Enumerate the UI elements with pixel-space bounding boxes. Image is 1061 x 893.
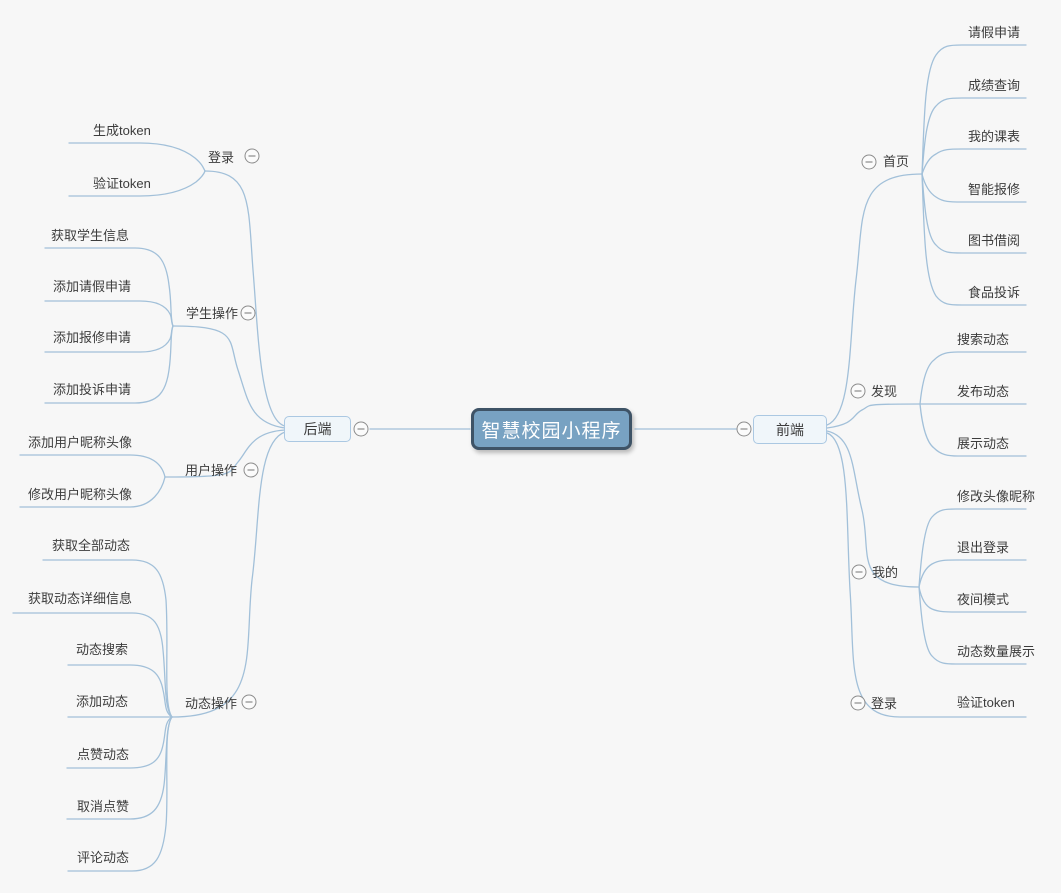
link-user-add-profile — [19, 454, 166, 478]
collapse-minus-icon[interactable] — [353, 421, 369, 437]
leaf-book-borrow[interactable]: 图书借阅 — [968, 233, 1021, 248]
leaf-verify-token-left[interactable]: 验证token — [93, 176, 151, 191]
link-home-library — [921, 173, 1027, 254]
branch-home[interactable]: 首页 — [883, 154, 910, 169]
link-discover-show — [919, 403, 1027, 457]
collapse-minus-icon[interactable] — [244, 148, 260, 164]
branch-mine[interactable]: 我的 — [872, 565, 899, 580]
branch-feed-ops[interactable]: 动态操作 — [185, 696, 238, 711]
link-mine-edit-profile — [918, 508, 1027, 588]
branch-user-ops[interactable]: 用户操作 — [185, 463, 238, 478]
leaf-comment-feed[interactable]: 评论动态 — [77, 850, 130, 865]
leaf-show-feed[interactable]: 展示动态 — [957, 436, 1010, 451]
collapse-minus-icon[interactable] — [850, 695, 866, 711]
link-mine-feed-count — [918, 586, 1027, 665]
leaf-add-complaint-request[interactable]: 添加投诉申请 — [53, 382, 132, 397]
branch-login-left[interactable]: 登录 — [208, 150, 235, 165]
link-feed-get-all — [42, 559, 173, 718]
link-feed-like — [66, 716, 173, 769]
link-home-leave — [921, 44, 1027, 175]
branch-login-right[interactable]: 登录 — [871, 696, 898, 711]
leaf-get-feed-detail[interactable]: 获取动态详细信息 — [28, 591, 133, 606]
leaf-like-feed[interactable]: 点赞动态 — [77, 747, 130, 762]
branch-discover[interactable]: 发现 — [871, 384, 898, 399]
link-user-edit-profile — [19, 476, 166, 508]
leaf-grade-query[interactable]: 成绩查询 — [968, 78, 1021, 93]
leaf-logout[interactable]: 退出登录 — [957, 540, 1010, 555]
leaf-unlike-feed[interactable]: 取消点赞 — [77, 799, 130, 814]
link-backend-student-ops — [172, 325, 286, 429]
root-topic-node[interactable]: 智慧校园小程序 — [471, 408, 632, 450]
leaf-get-all-feeds[interactable]: 获取全部动态 — [52, 538, 131, 553]
leaf-smart-repair[interactable]: 智能报修 — [968, 182, 1021, 197]
leaf-my-timetable[interactable]: 我的课表 — [968, 129, 1021, 144]
leaf-edit-user-profile[interactable]: 修改用户昵称头像 — [28, 487, 133, 502]
leaf-feed-search[interactable]: 动态搜索 — [76, 642, 129, 657]
link-frontend-home — [826, 173, 923, 426]
leaf-add-repair-request[interactable]: 添加报修申请 — [53, 330, 132, 345]
link-frontend-mine — [826, 430, 920, 588]
leaf-generate-token[interactable]: 生成token — [93, 123, 151, 138]
collapse-minus-icon[interactable] — [861, 154, 877, 170]
link-backend-feed-ops — [171, 431, 286, 718]
leaf-publish-feed[interactable]: 发布动态 — [957, 384, 1010, 399]
collapse-minus-icon[interactable] — [240, 305, 256, 321]
link-frontend-login — [826, 432, 1027, 718]
link-home-grades — [921, 97, 1027, 175]
collapse-minus-icon[interactable] — [736, 421, 752, 437]
branch-student-ops[interactable]: 学生操作 — [186, 306, 239, 321]
collapse-minus-icon[interactable] — [850, 383, 866, 399]
leaf-food-complaint[interactable]: 食品投诉 — [968, 285, 1021, 300]
link-feed-search — [67, 664, 173, 718]
leaf-edit-avatar-nickname[interactable]: 修改头像昵称 — [957, 489, 1036, 504]
leaf-add-user-profile[interactable]: 添加用户昵称头像 — [28, 435, 133, 450]
link-home-timetable — [921, 148, 1027, 175]
leaf-add-leave-request[interactable]: 添加请假申请 — [53, 279, 132, 294]
collapse-minus-icon[interactable] — [243, 462, 259, 478]
leaf-add-feed[interactable]: 添加动态 — [76, 694, 129, 709]
link-frontend-discover — [826, 403, 921, 429]
collapse-minus-icon[interactable] — [851, 564, 867, 580]
link-home-food — [921, 173, 1027, 306]
link-discover-search — [919, 351, 1027, 405]
link-feed-comment — [67, 716, 173, 872]
collapse-minus-icon[interactable] — [241, 694, 257, 710]
backend-node[interactable]: 后端 — [284, 416, 351, 442]
link-login-generate-token — [68, 142, 206, 172]
link-backend-user-ops — [164, 429, 286, 478]
leaf-leave-request[interactable]: 请假申请 — [968, 25, 1021, 40]
frontend-node[interactable]: 前端 — [753, 415, 827, 444]
leaf-verify-token-right[interactable]: 验证token — [957, 695, 1015, 710]
link-student-add-complaint — [44, 325, 174, 404]
leaf-feed-count-display[interactable]: 动态数量展示 — [957, 644, 1036, 659]
link-mine-logout — [918, 559, 1027, 588]
link-backend-login — [204, 170, 286, 427]
leaf-night-mode[interactable]: 夜间模式 — [957, 592, 1010, 607]
leaf-get-student-info[interactable]: 获取学生信息 — [51, 228, 130, 243]
link-mine-night-mode — [918, 586, 1027, 613]
link-login-verify-token — [68, 170, 206, 197]
leaf-search-feed[interactable]: 搜索动态 — [957, 332, 1010, 347]
link-feed-get-detail — [12, 612, 173, 718]
link-student-add-leave — [44, 300, 174, 327]
link-home-repair — [921, 173, 1027, 203]
